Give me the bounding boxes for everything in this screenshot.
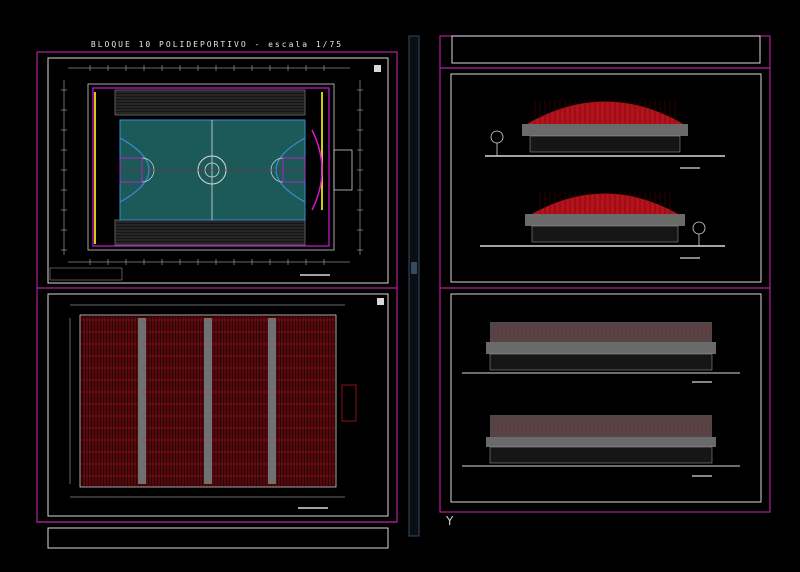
drawing-title: BLOQUE 10 POLIDEPORTIVO - escala 1/75: [90, 40, 344, 49]
north-arrow-icon: [374, 65, 381, 72]
tree-icon: [490, 130, 504, 144]
ucs-icon: Y: [446, 514, 454, 528]
roof-plan-view: [47, 293, 389, 517]
viewport-scrollbar[interactable]: [408, 35, 420, 537]
north-arrow-icon: [377, 298, 384, 305]
floor-plan-view: [47, 57, 389, 284]
sections-view: [450, 293, 762, 503]
viewport-scroll-thumb[interactable]: [411, 262, 417, 274]
left-lower-viewport: [47, 527, 389, 549]
tree-icon: [692, 221, 706, 235]
elevations-view: [450, 73, 762, 283]
